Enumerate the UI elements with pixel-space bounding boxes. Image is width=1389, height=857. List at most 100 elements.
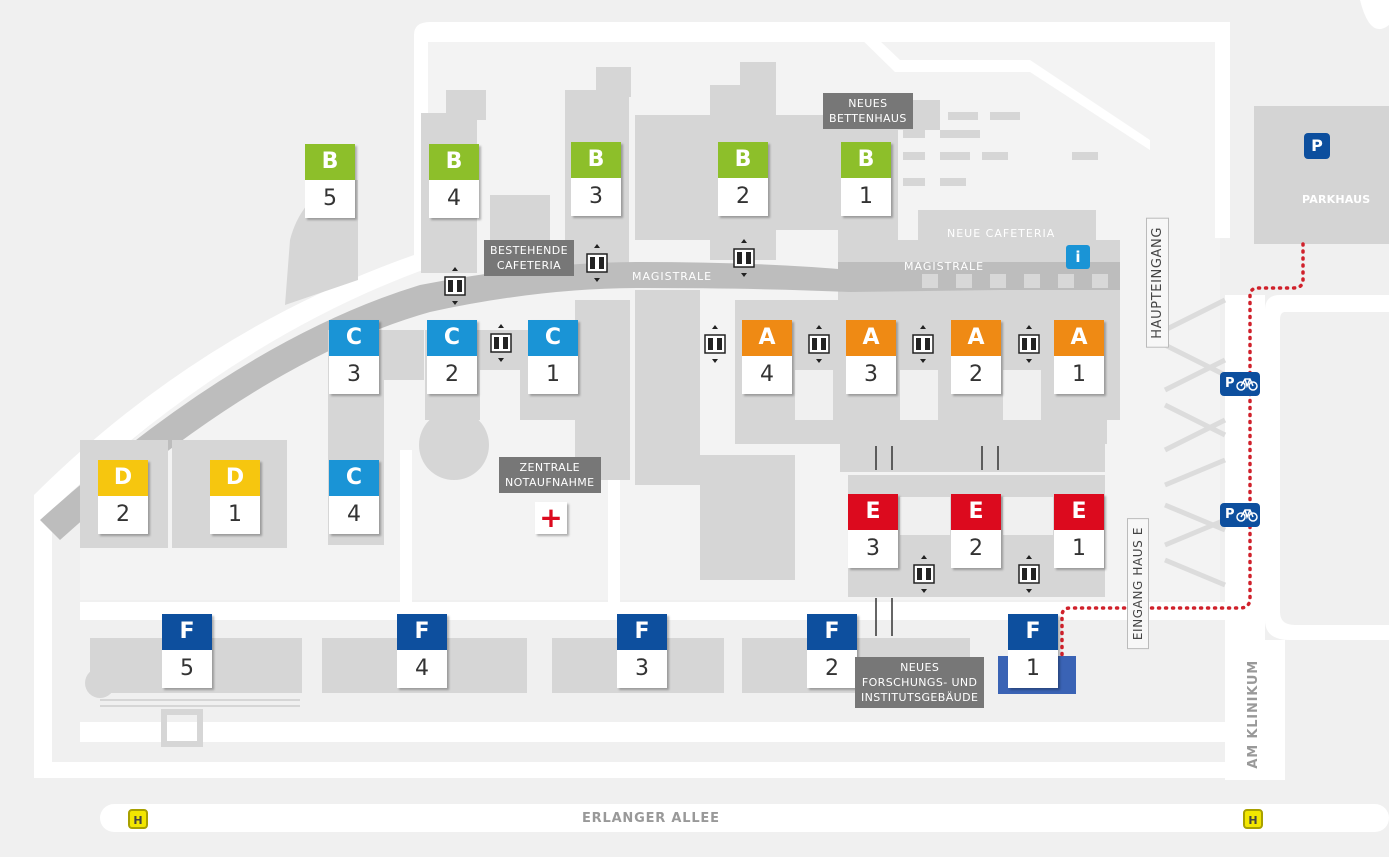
- marker-letter: F: [617, 614, 667, 650]
- marker-number: 3: [589, 184, 603, 209]
- label-neues-bettenhaus: NEUES BETTENHAUS: [823, 93, 913, 129]
- info-letter: i: [1075, 248, 1081, 266]
- label-text: NEUES FORSCHUNGS- UND INSTITUTSGEBÄUDE: [861, 661, 979, 704]
- roads: [34, 0, 1389, 832]
- label-neue-cafeteria: NEUE CAFETERIA: [947, 227, 1056, 240]
- bicycle-icon: [1236, 509, 1258, 522]
- marker-letter: B: [305, 144, 355, 180]
- label-text: BESTEHENDE CAFETERIA: [490, 244, 569, 272]
- bus-stop-icon[interactable]: H: [128, 809, 148, 829]
- marker-letter: C: [528, 320, 578, 356]
- marker-number: 3: [864, 362, 878, 387]
- bicycle-icon: [1236, 378, 1258, 391]
- marker-number: 2: [116, 502, 130, 527]
- marker-letter: F: [1008, 614, 1058, 650]
- marker-letter: C: [329, 460, 379, 496]
- label-zentrale-notaufnahme: ZENTRALE NOTAUFNAHME: [499, 457, 601, 493]
- marker-letter: C: [427, 320, 477, 356]
- label-bestehende-cafeteria: BESTEHENDE CAFETERIA: [484, 240, 575, 276]
- marker-letter: A: [846, 320, 896, 356]
- marker-number: 3: [866, 536, 880, 561]
- label-parkhaus: PARKHAUS: [1302, 193, 1371, 206]
- marker-number: 4: [415, 656, 429, 681]
- marker-letter: A: [742, 320, 792, 356]
- marker-letter: F: [397, 614, 447, 650]
- bus-stop-letter: H: [1248, 814, 1258, 827]
- label-haupteingang: HAUPTEINGANG: [1146, 218, 1169, 348]
- marker-number: 2: [969, 362, 983, 387]
- parking-letter: P: [1311, 136, 1323, 155]
- elevators: [444, 239, 1040, 593]
- label-eingang-haus-e: EINGANG HAUS E: [1127, 518, 1149, 650]
- marker-letter: A: [1054, 320, 1104, 356]
- marker-number: 5: [323, 186, 337, 211]
- marker-letter: F: [162, 614, 212, 650]
- marker-number: 3: [635, 656, 649, 681]
- parking-garage-icon[interactable]: P: [1304, 133, 1330, 159]
- marker-number: 4: [447, 186, 461, 211]
- marker-number: 4: [347, 502, 361, 527]
- label-text: ZENTRALE NOTAUFNAHME: [505, 461, 595, 489]
- label-magistrale-left: MAGISTRALE: [632, 270, 713, 283]
- bike-parking-icon[interactable]: P: [1220, 503, 1260, 527]
- emergency-cross-icon[interactable]: +: [535, 502, 567, 534]
- marker-number: 1: [546, 362, 560, 387]
- street-erlanger-allee: ERLANGER ALLEE: [582, 811, 720, 826]
- marker-number: 2: [969, 536, 983, 561]
- marker-number: 2: [736, 184, 750, 209]
- info-icon[interactable]: i: [1066, 245, 1090, 269]
- marker-number: 5: [180, 656, 194, 681]
- bike-parking-letter: P: [1225, 376, 1235, 391]
- marker-letter: D: [98, 460, 148, 496]
- marker-letter: D: [210, 460, 260, 496]
- label-magistrale-right: MAGISTRALE: [904, 260, 985, 273]
- marker-number: 2: [445, 362, 459, 387]
- bike-parking-letter: P: [1225, 507, 1235, 522]
- marker-letter: B: [571, 142, 621, 178]
- marker-number: 1: [1026, 656, 1040, 681]
- marker-letter: B: [718, 142, 768, 178]
- bus-stop-letter: H: [133, 814, 143, 827]
- bus-stop-icon[interactable]: H: [1243, 809, 1263, 829]
- marker-number: 2: [825, 656, 839, 681]
- marker-letter: E: [848, 494, 898, 530]
- marker-number: 4: [760, 362, 774, 387]
- marker-letter: E: [951, 494, 1001, 530]
- marker-number: 3: [347, 362, 361, 387]
- marker-number: 1: [1072, 362, 1086, 387]
- marker-number: 1: [228, 502, 242, 527]
- label-text: NEUES BETTENHAUS: [829, 97, 907, 125]
- marker-number: 1: [859, 184, 873, 209]
- marker-letter: A: [951, 320, 1001, 356]
- bike-parking-icon[interactable]: P: [1220, 372, 1260, 396]
- label-neues-forschungsgebaeude: NEUES FORSCHUNGS- UND INSTITUTSGEBÄUDE: [855, 657, 985, 708]
- marker-letter: C: [329, 320, 379, 356]
- marker-letter: F: [807, 614, 857, 650]
- marker-letter: B: [429, 144, 479, 180]
